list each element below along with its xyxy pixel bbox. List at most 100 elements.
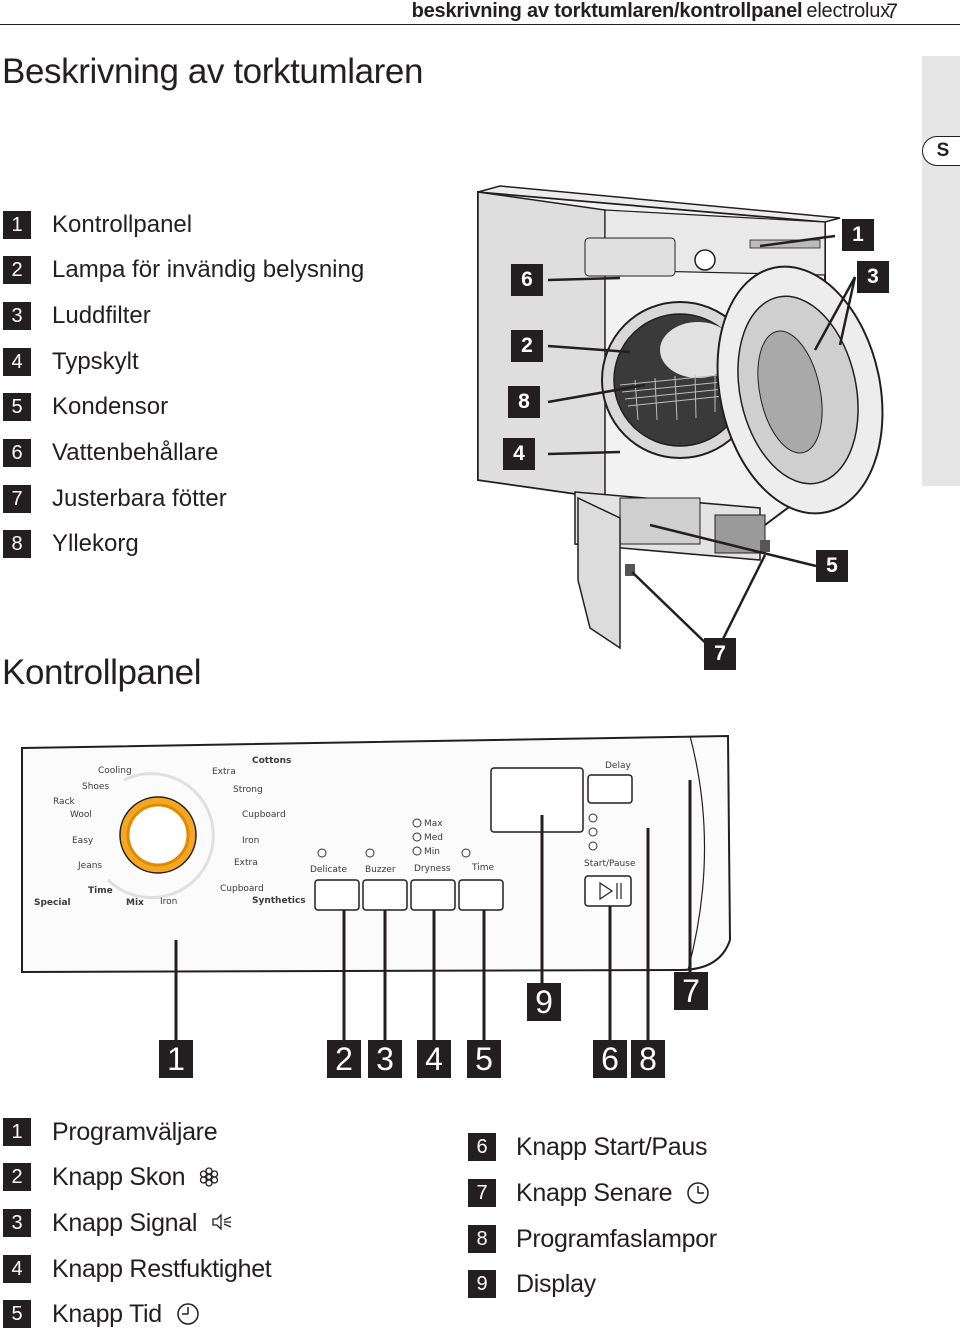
item-number: 1 bbox=[3, 211, 31, 239]
running-header: beskrivning av torktumlaren/kontrollpane… bbox=[411, 0, 891, 23]
header-rule bbox=[0, 24, 960, 25]
item-number: 4 bbox=[3, 1255, 31, 1283]
button-label: Delicate bbox=[310, 865, 347, 875]
delicate-button[interactable] bbox=[314, 879, 360, 911]
item-label: Knapp Restfuktighet bbox=[52, 1254, 272, 1283]
dial-label: Special bbox=[34, 898, 71, 908]
item-label: Justerbara fötter bbox=[52, 485, 227, 512]
delay-button[interactable] bbox=[587, 774, 633, 804]
callout-label: 4 bbox=[417, 1040, 451, 1078]
list-item: 5 Knapp Tid bbox=[3, 1299, 200, 1329]
callout-label: 1 bbox=[159, 1040, 193, 1078]
dial-label: Cooling bbox=[98, 766, 132, 776]
list-item: 5 Kondensor bbox=[3, 392, 168, 422]
list-item: 6 Vattenbehållare bbox=[3, 438, 218, 468]
item-label: Kondensor bbox=[52, 393, 169, 420]
item-number: 1 bbox=[3, 1118, 31, 1146]
list-item: 9 Display bbox=[468, 1269, 596, 1299]
start-pause-button[interactable] bbox=[584, 875, 632, 907]
buzzer-icon bbox=[212, 1213, 232, 1231]
item-number: 2 bbox=[3, 1163, 31, 1191]
dial-label: Iron bbox=[160, 897, 177, 907]
item-number: 6 bbox=[3, 439, 31, 467]
item-number: 7 bbox=[3, 485, 31, 513]
dial-label: Easy bbox=[72, 836, 94, 846]
list-item: 3 Knapp Signal bbox=[3, 1208, 233, 1238]
dial-label: Mix bbox=[126, 898, 144, 908]
callout-label: 1 bbox=[842, 219, 874, 251]
callout-label: 2 bbox=[511, 330, 543, 362]
clock-icon bbox=[177, 1303, 199, 1325]
callout-label: 6 bbox=[593, 1040, 627, 1078]
header-brand: electrolux bbox=[806, 0, 890, 22]
dial-label: Extra bbox=[212, 767, 236, 777]
start-pause-label: Start/Pause bbox=[584, 859, 636, 869]
item-number: 9 bbox=[468, 1270, 496, 1298]
item-number: 6 bbox=[468, 1133, 496, 1161]
dryness-level-label: Max bbox=[424, 819, 443, 829]
dryer-illustration bbox=[477, 185, 884, 650]
item-label: Knapp Tid bbox=[52, 1299, 162, 1328]
list-item: 8 Yllekorg bbox=[3, 529, 139, 559]
control-panel-illustration: Cottons Extra Strong Cupboard Iron Extra… bbox=[21, 734, 732, 974]
item-label: Knapp Signal bbox=[52, 1208, 198, 1237]
item-label: Display bbox=[516, 1269, 596, 1298]
dial-label: Rack bbox=[53, 797, 76, 807]
callout-label: 6 bbox=[511, 264, 543, 296]
list-item: 2 Knapp Skon bbox=[3, 1162, 219, 1192]
dryness-level-label: Med bbox=[424, 833, 443, 843]
dial-label: Extra bbox=[234, 858, 258, 868]
item-number: 2 bbox=[3, 256, 31, 284]
callout-label: 4 bbox=[503, 438, 535, 470]
page-number: 7 bbox=[886, 0, 898, 23]
side-tab bbox=[922, 56, 960, 486]
callout-label: 5 bbox=[467, 1040, 501, 1078]
dial-label: Jeans bbox=[77, 861, 102, 871]
list-item: 4 Typskylt bbox=[3, 347, 139, 377]
item-number: 5 bbox=[3, 1300, 31, 1328]
item-label: Typskylt bbox=[52, 348, 139, 375]
display bbox=[490, 767, 584, 833]
callout-label: 7 bbox=[674, 972, 708, 1010]
clock-icon bbox=[687, 1182, 710, 1204]
dryness-level-label: Min bbox=[424, 847, 440, 857]
item-number: 5 bbox=[3, 393, 31, 421]
callout-label: 3 bbox=[368, 1040, 402, 1078]
item-label: Yllekorg bbox=[52, 530, 139, 557]
item-number: 4 bbox=[3, 348, 31, 376]
dial-label: Synthetics bbox=[252, 896, 306, 906]
delay-label: Delay bbox=[605, 761, 631, 771]
item-number: 8 bbox=[3, 530, 31, 558]
item-label: Kontrollpanel bbox=[52, 211, 193, 238]
dial-label: Cupboard bbox=[220, 884, 264, 894]
item-label: Vattenbehållare bbox=[52, 439, 219, 466]
list-item: 6 Knapp Start/Paus bbox=[468, 1132, 707, 1162]
item-number: 7 bbox=[468, 1179, 496, 1207]
item-label: Knapp Skon bbox=[52, 1162, 186, 1191]
time-button[interactable] bbox=[458, 879, 504, 911]
callout-label: 2 bbox=[327, 1040, 361, 1078]
item-label: Knapp Start/Paus bbox=[516, 1132, 708, 1161]
delicate-flower-icon bbox=[200, 1167, 219, 1187]
button-label: Time bbox=[471, 863, 494, 873]
language-badge: S bbox=[922, 136, 960, 166]
callout-label: 8 bbox=[508, 386, 540, 418]
item-label: Programfaslampor bbox=[516, 1224, 717, 1253]
dial-label: Iron bbox=[242, 836, 259, 846]
item-label: Lampa för invändig belysning bbox=[52, 256, 365, 283]
item-number: 3 bbox=[3, 302, 31, 330]
list-item: 2 Lampa för invändig belysning bbox=[3, 255, 364, 285]
header-section: beskrivning av torktumlaren/kontrollpane… bbox=[411, 0, 803, 22]
item-number: 8 bbox=[468, 1225, 496, 1253]
callout-label: 8 bbox=[631, 1040, 665, 1078]
dial-label: Cottons bbox=[252, 756, 291, 766]
list-item: 8 Programfaslampor bbox=[468, 1224, 717, 1254]
item-number: 3 bbox=[3, 1209, 31, 1237]
dial-label: Wool bbox=[70, 810, 92, 820]
dial-label: Shoes bbox=[82, 782, 109, 792]
list-item: 1 Kontrollpanel bbox=[3, 210, 192, 240]
